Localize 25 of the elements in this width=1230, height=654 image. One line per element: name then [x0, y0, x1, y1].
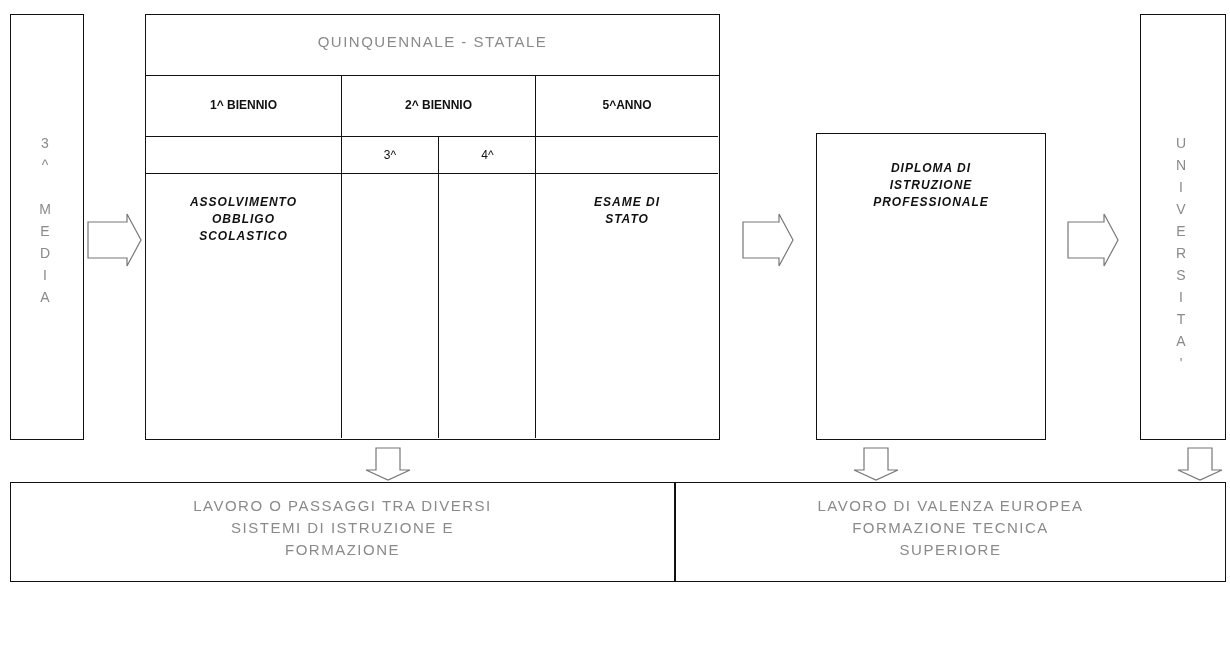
box — [675, 482, 1226, 582]
block-arrow — [87, 213, 142, 267]
block-arrow — [1067, 213, 1119, 267]
note-text: DIPLOMA DI ISTRUZIONE PROFESSIONALE — [872, 160, 990, 211]
vertical-label: UNIVERSITA' — [1173, 135, 1189, 377]
note-text: ESAME DI STATO — [593, 194, 661, 228]
box — [816, 133, 1046, 440]
column-heading: 3^ — [382, 148, 398, 162]
block-arrow — [742, 213, 794, 267]
column-heading: 1^ BIENNIO — [209, 98, 278, 112]
box — [10, 482, 675, 582]
vertical-label: 3^ MEDIA — [37, 135, 53, 311]
outcome-label: LAVORO O PASSAGGI TRA DIVERSI SISTEMI DI ISTRUZIONE E FORMAZIONE — [192, 496, 493, 560]
block-arrow — [365, 447, 411, 481]
column-heading: 2^ BIENNIO — [404, 98, 473, 112]
note-text: ASSOLVIMENTO OBBLIGO SCOLASTICO — [188, 194, 299, 245]
box — [1140, 14, 1226, 440]
column-heading: 4^ — [480, 148, 495, 162]
block-arrow — [853, 447, 899, 481]
column-heading: 5^ANNO — [601, 98, 653, 112]
block-arrow — [1177, 447, 1223, 481]
section-heading: QUINQUENNALE - STATALE — [316, 33, 549, 50]
box — [145, 14, 720, 440]
box — [10, 14, 84, 440]
outcome-label: LAVORO DI VALENZA EUROPEA FORMAZIONE TECNICA SUPERIORE — [816, 496, 1085, 560]
